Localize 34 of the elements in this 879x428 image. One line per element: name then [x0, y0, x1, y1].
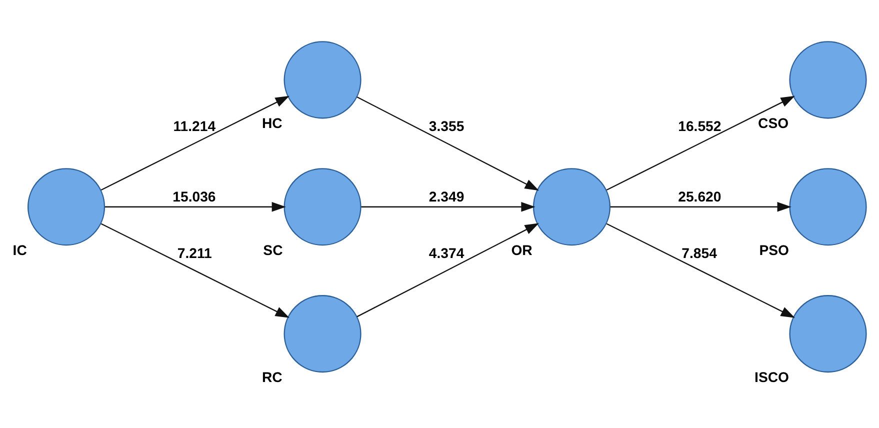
node-label: SC	[263, 242, 283, 258]
node-label: IC	[12, 242, 27, 258]
arrow	[606, 95, 795, 190]
node-circle	[284, 294, 362, 372]
node-circle	[789, 294, 867, 372]
arrow	[361, 201, 536, 212]
edge-label: 15.036	[172, 188, 216, 204]
node-label: ISCO	[754, 368, 789, 385]
node-circle	[284, 168, 362, 246]
arrow	[356, 96, 539, 190]
node-circle	[789, 40, 867, 118]
node-circle	[27, 168, 106, 246]
node-label: RC	[262, 368, 282, 385]
edge-label: 2.349	[428, 188, 464, 204]
node-circle	[532, 168, 611, 246]
arrow	[100, 95, 290, 190]
edge-label: 25.620	[678, 188, 722, 204]
edge-label: 16.552	[678, 118, 722, 134]
edge-label: 3.355	[428, 118, 464, 134]
arrow	[356, 222, 539, 317]
node-label: OR	[511, 242, 532, 258]
node-circle	[284, 40, 362, 118]
node-circle	[789, 168, 867, 246]
edge-label: 4.374	[428, 244, 464, 261]
edge-label: 7.211	[177, 244, 212, 261]
arrow	[610, 201, 792, 212]
node-label: PSO	[759, 242, 789, 258]
edge-label: 11.214	[173, 118, 216, 134]
arrow	[100, 222, 290, 318]
node-label: CSO	[758, 114, 789, 131]
arrow	[104, 201, 286, 212]
node-label: HC	[262, 114, 282, 131]
edge-label: 7.854	[682, 244, 717, 261]
arrow	[606, 222, 795, 318]
